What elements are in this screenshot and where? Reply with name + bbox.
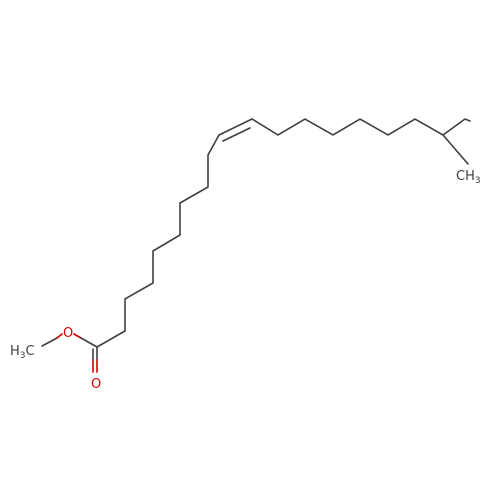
label-ester-oxygen: O (63, 326, 73, 341)
bond-o-carbonyl-red (73, 333, 82, 339)
bond-methyl-c (41, 337, 58, 347)
label-methyl-right: CH3 (456, 169, 481, 186)
bond-cis-double-b (222, 127, 251, 142)
bond-cis-double-a (218, 118, 253, 136)
carbon-chain-upper (251, 118, 471, 136)
bond-methyl-o (56, 333, 63, 339)
label-methyl-left: H3C (10, 344, 35, 361)
bond-terminal-methyl (442, 134, 469, 165)
carbon-chain-lower (96, 134, 220, 348)
bond-o-carbonyl (80, 337, 98, 348)
label-carbonyl-oxygen: O (91, 377, 101, 392)
